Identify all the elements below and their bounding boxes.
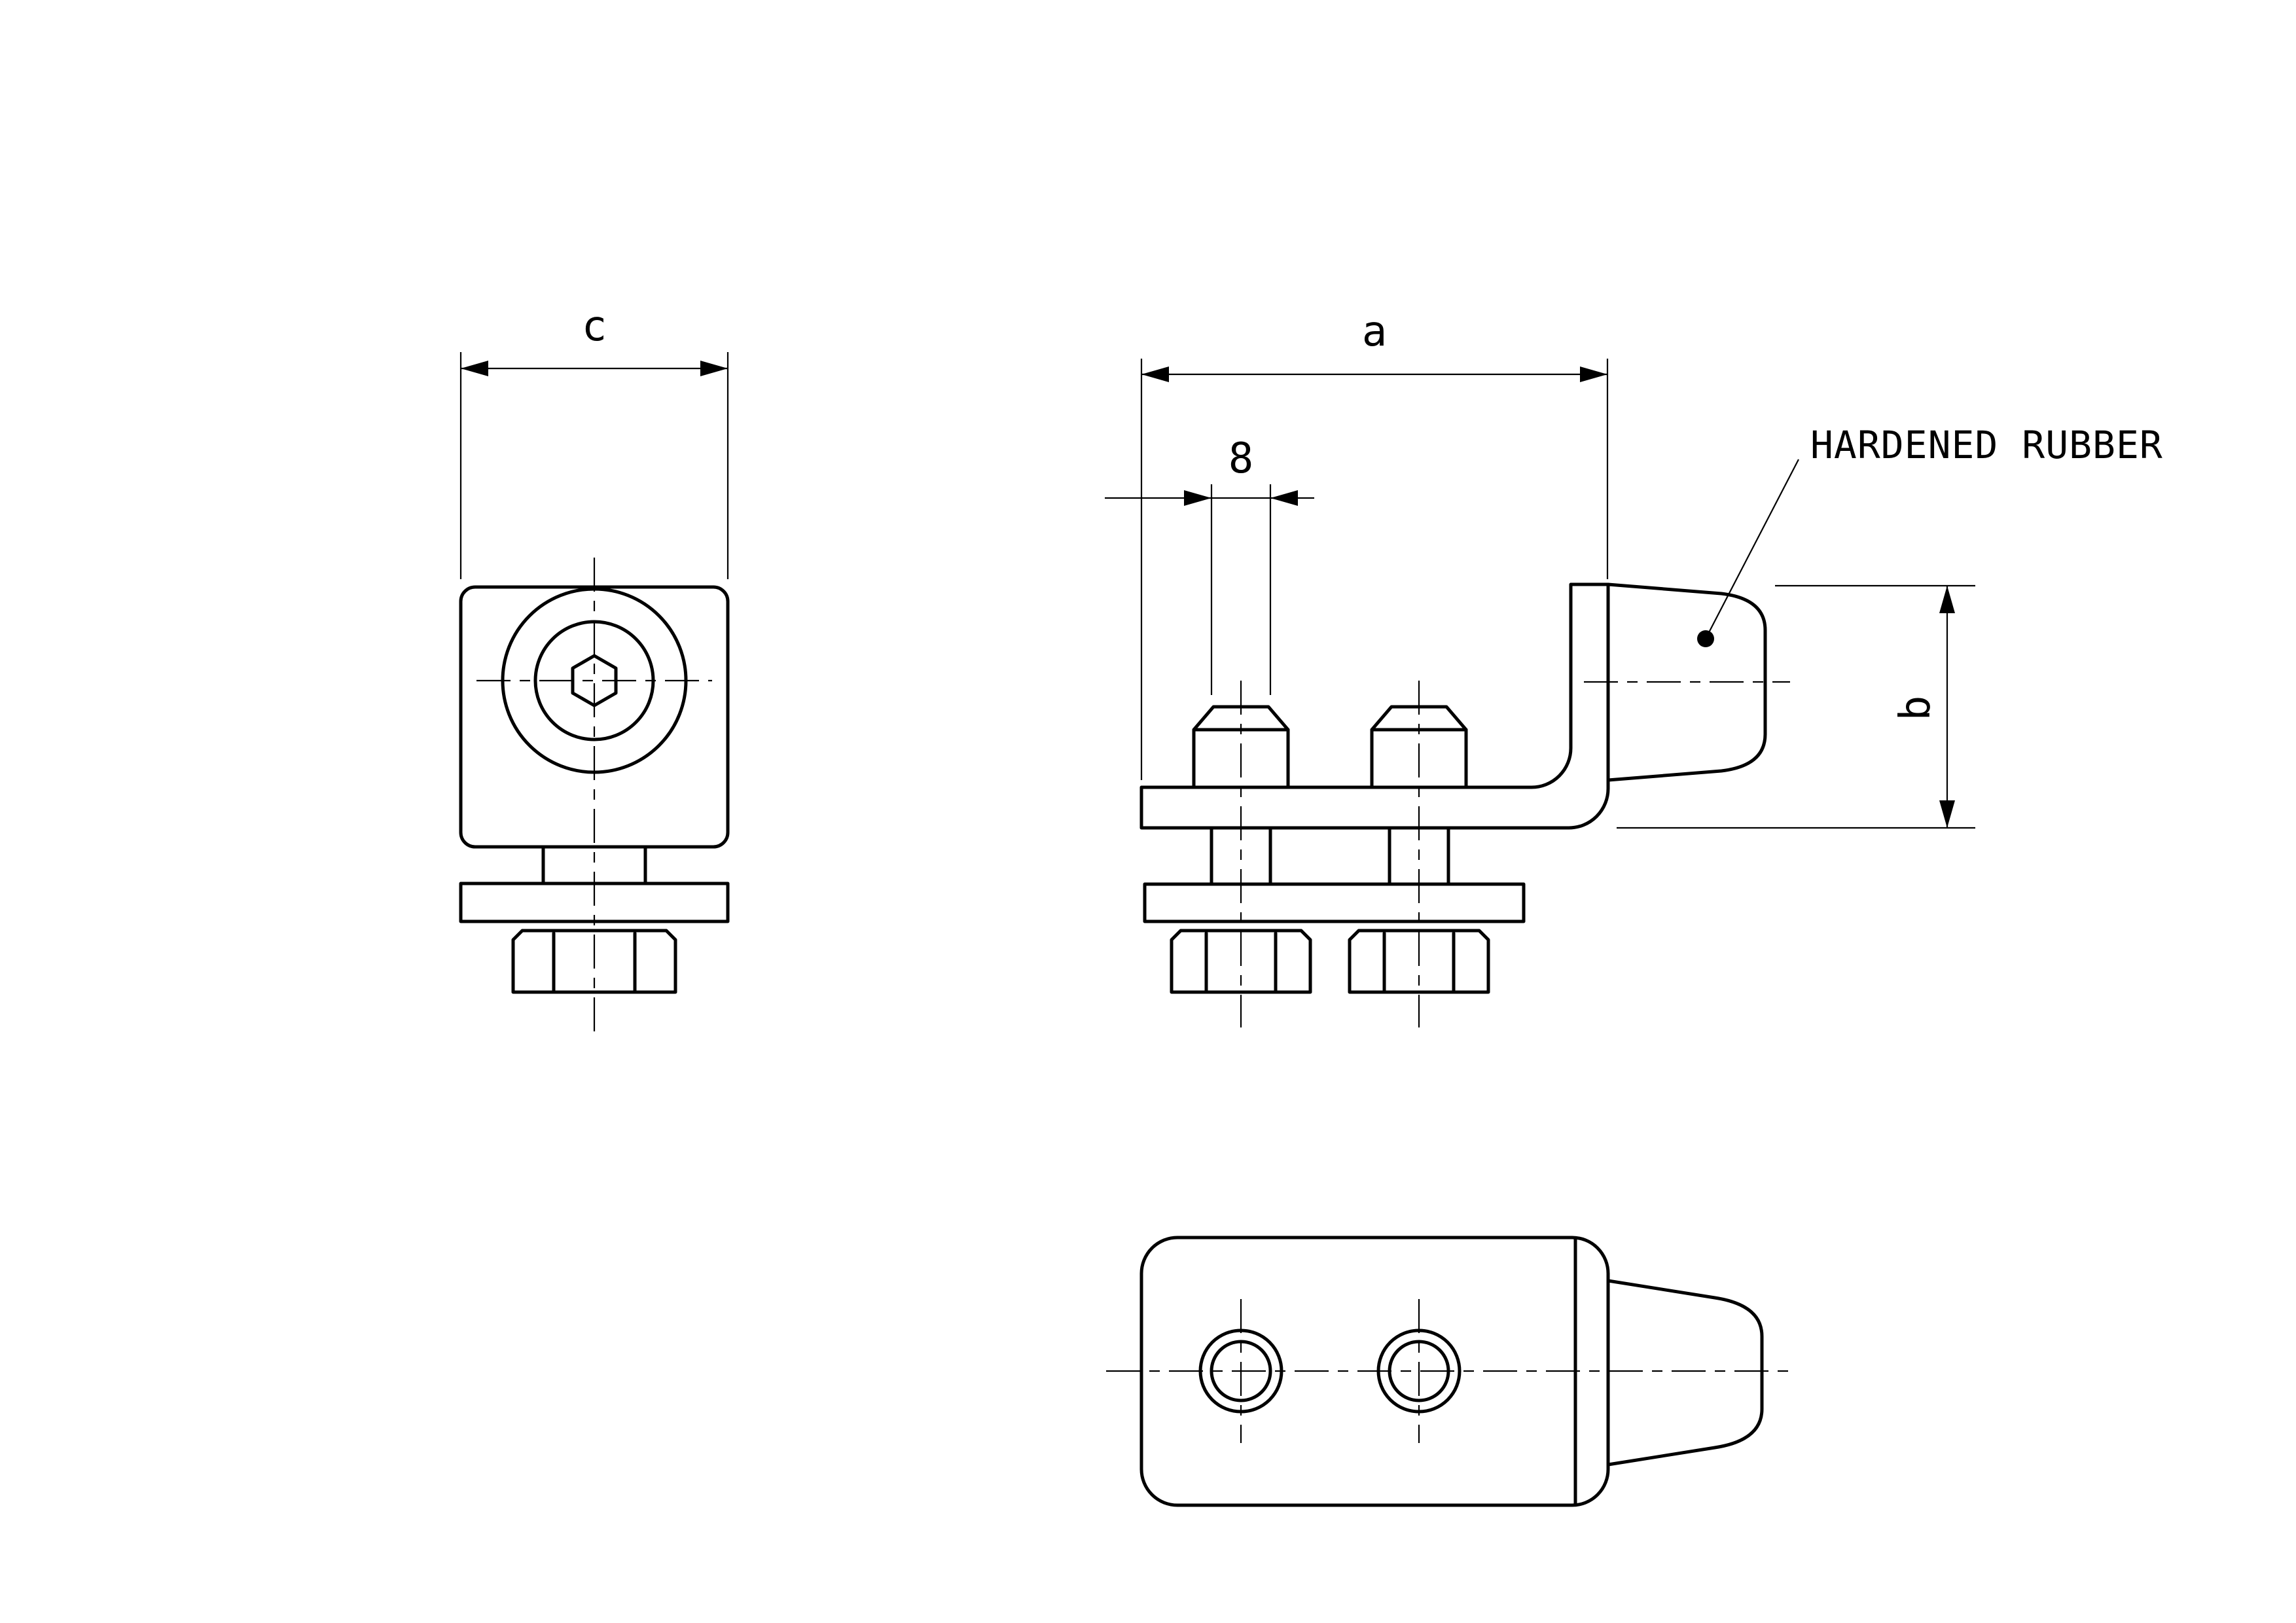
arrowhead-icon — [1580, 366, 1607, 382]
rubber-buffer-profile — [1606, 582, 1767, 782]
arrowhead-icon — [1939, 586, 1955, 613]
mounting-hole-outer — [1376, 1329, 1462, 1414]
leader-dot — [1697, 630, 1714, 647]
hex-nut — [1348, 929, 1490, 994]
leader-line — [1705, 459, 1799, 639]
dimension-a: a — [1140, 308, 1609, 780]
mounting-hole-inner — [1388, 1340, 1450, 1402]
mounting-hole-outer — [1198, 1329, 1283, 1414]
hex-socket — [571, 654, 618, 707]
lower-washer-plate — [1143, 882, 1526, 923]
dimension-8: 8 — [1105, 435, 1314, 695]
dimension-label-b: b — [1892, 696, 1940, 721]
dimension-label-c: c — [582, 302, 607, 351]
hex-nut — [511, 929, 677, 994]
socket-screw-inner-circle — [533, 620, 655, 741]
arrowhead-icon — [1270, 490, 1298, 506]
washer-plate — [459, 882, 730, 923]
arrowhead-icon — [1141, 366, 1169, 382]
arrowhead-icon — [461, 361, 488, 376]
side-view: a 8 b HARDENED RUBBER — [1105, 308, 2163, 1027]
mounting-hole-inner — [1210, 1340, 1272, 1402]
rubber-buffer-plan — [1606, 1279, 1764, 1467]
callout-label: HARDENED RUBBER — [1810, 423, 2163, 467]
dimension-b: b — [1617, 584, 1975, 829]
arrowhead-icon — [1184, 490, 1211, 506]
front-view: c — [459, 302, 730, 1033]
dimension-label-8: 8 — [1229, 435, 1254, 483]
callout-hardened-rubber: HARDENED RUBBER — [1697, 423, 2163, 647]
plan-view — [1106, 1236, 1797, 1507]
dimension-label-a: a — [1362, 308, 1388, 356]
hex-nut — [1170, 929, 1312, 994]
socket-screw-head-circle — [501, 587, 688, 774]
arrowhead-icon — [1939, 800, 1955, 828]
arrowhead-icon — [700, 361, 728, 376]
dimension-c: c — [459, 302, 729, 579]
